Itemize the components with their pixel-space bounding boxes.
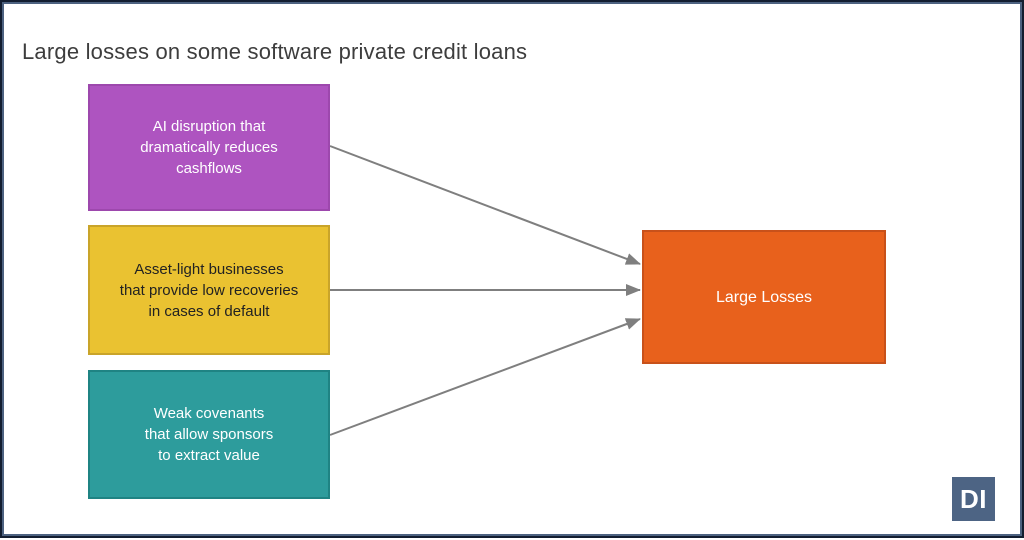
node-label-line: to extract value [158, 447, 260, 464]
node-label: Large Losses [715, 288, 813, 306]
node-label-line: Weak covenants [153, 405, 265, 422]
node-label-line: AI disruption that [152, 118, 266, 135]
arrow-covenants-to-losses [329, 318, 641, 436]
di-logo: DI [952, 477, 995, 521]
node-label-line: cashflows [176, 160, 242, 177]
diagram-title: Large losses on some software private cr… [22, 39, 528, 64]
node-label-line: in cases of default [148, 302, 270, 320]
node-label-line: that allow sponsors [144, 426, 274, 443]
node-label-line: Asset-light businesses [134, 260, 284, 278]
node-asset-light-businesses: Asset-light businesses that provide low … [88, 225, 330, 355]
node-label-line: that provide low recoveries [119, 281, 299, 299]
node-label-line: dramatically reduces [140, 139, 278, 156]
node-weak-covenants: Weak covenants that allow sponsors to ex… [88, 370, 330, 499]
node-large-losses: Large Losses [642, 230, 886, 364]
arrow-ai-to-losses [329, 145, 641, 265]
di-logo-text: DI [960, 483, 987, 514]
node-ai-disruption: AI disruption that dramatically reduces … [88, 84, 330, 211]
